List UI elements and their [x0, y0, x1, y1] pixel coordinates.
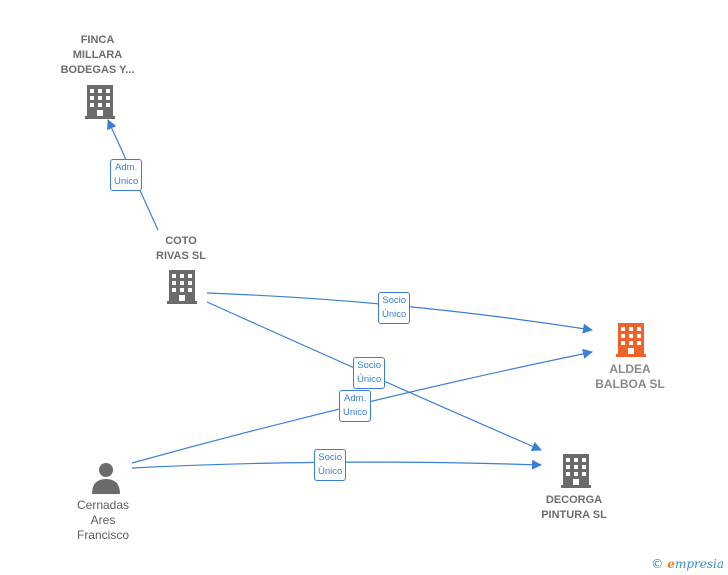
- node-label-cernadas-ares-francisco[interactable]: Cernadas Ares Francisco: [76, 498, 130, 542]
- empresia-logo: empresia: [667, 557, 724, 571]
- building-icon[interactable]: [85, 85, 115, 119]
- building-icon[interactable]: [616, 323, 646, 357]
- building-icon[interactable]: [561, 454, 591, 488]
- empresia-watermark: ©empresia: [651, 557, 724, 571]
- edge-label-socio-unico[interactable]: Socio Único: [314, 449, 347, 481]
- node-label-finca-millara[interactable]: FINCA MILLARA BODEGAS Y...: [60, 34, 135, 76]
- building-icon[interactable]: [167, 270, 197, 304]
- edge-label-adm-unico[interactable]: Adm. Unico: [339, 390, 372, 422]
- node-label-coto-rivas[interactable]: COTO RIVAS SL: [156, 235, 206, 262]
- edge-label-adm-unico[interactable]: Adm. Unico: [110, 159, 143, 191]
- edge-label-socio-unico[interactable]: Socio Único: [378, 292, 411, 324]
- edge-label-socio-unico[interactable]: Socio Único: [353, 357, 386, 389]
- node-label-aldea-balboa[interactable]: ALDEA BALBOA SL: [595, 362, 665, 391]
- node-label-decorga-pintura[interactable]: DECORGA PINTURA SL: [541, 494, 607, 521]
- copyright-symbol: ©: [651, 557, 664, 571]
- person-icon[interactable]: [91, 462, 121, 494]
